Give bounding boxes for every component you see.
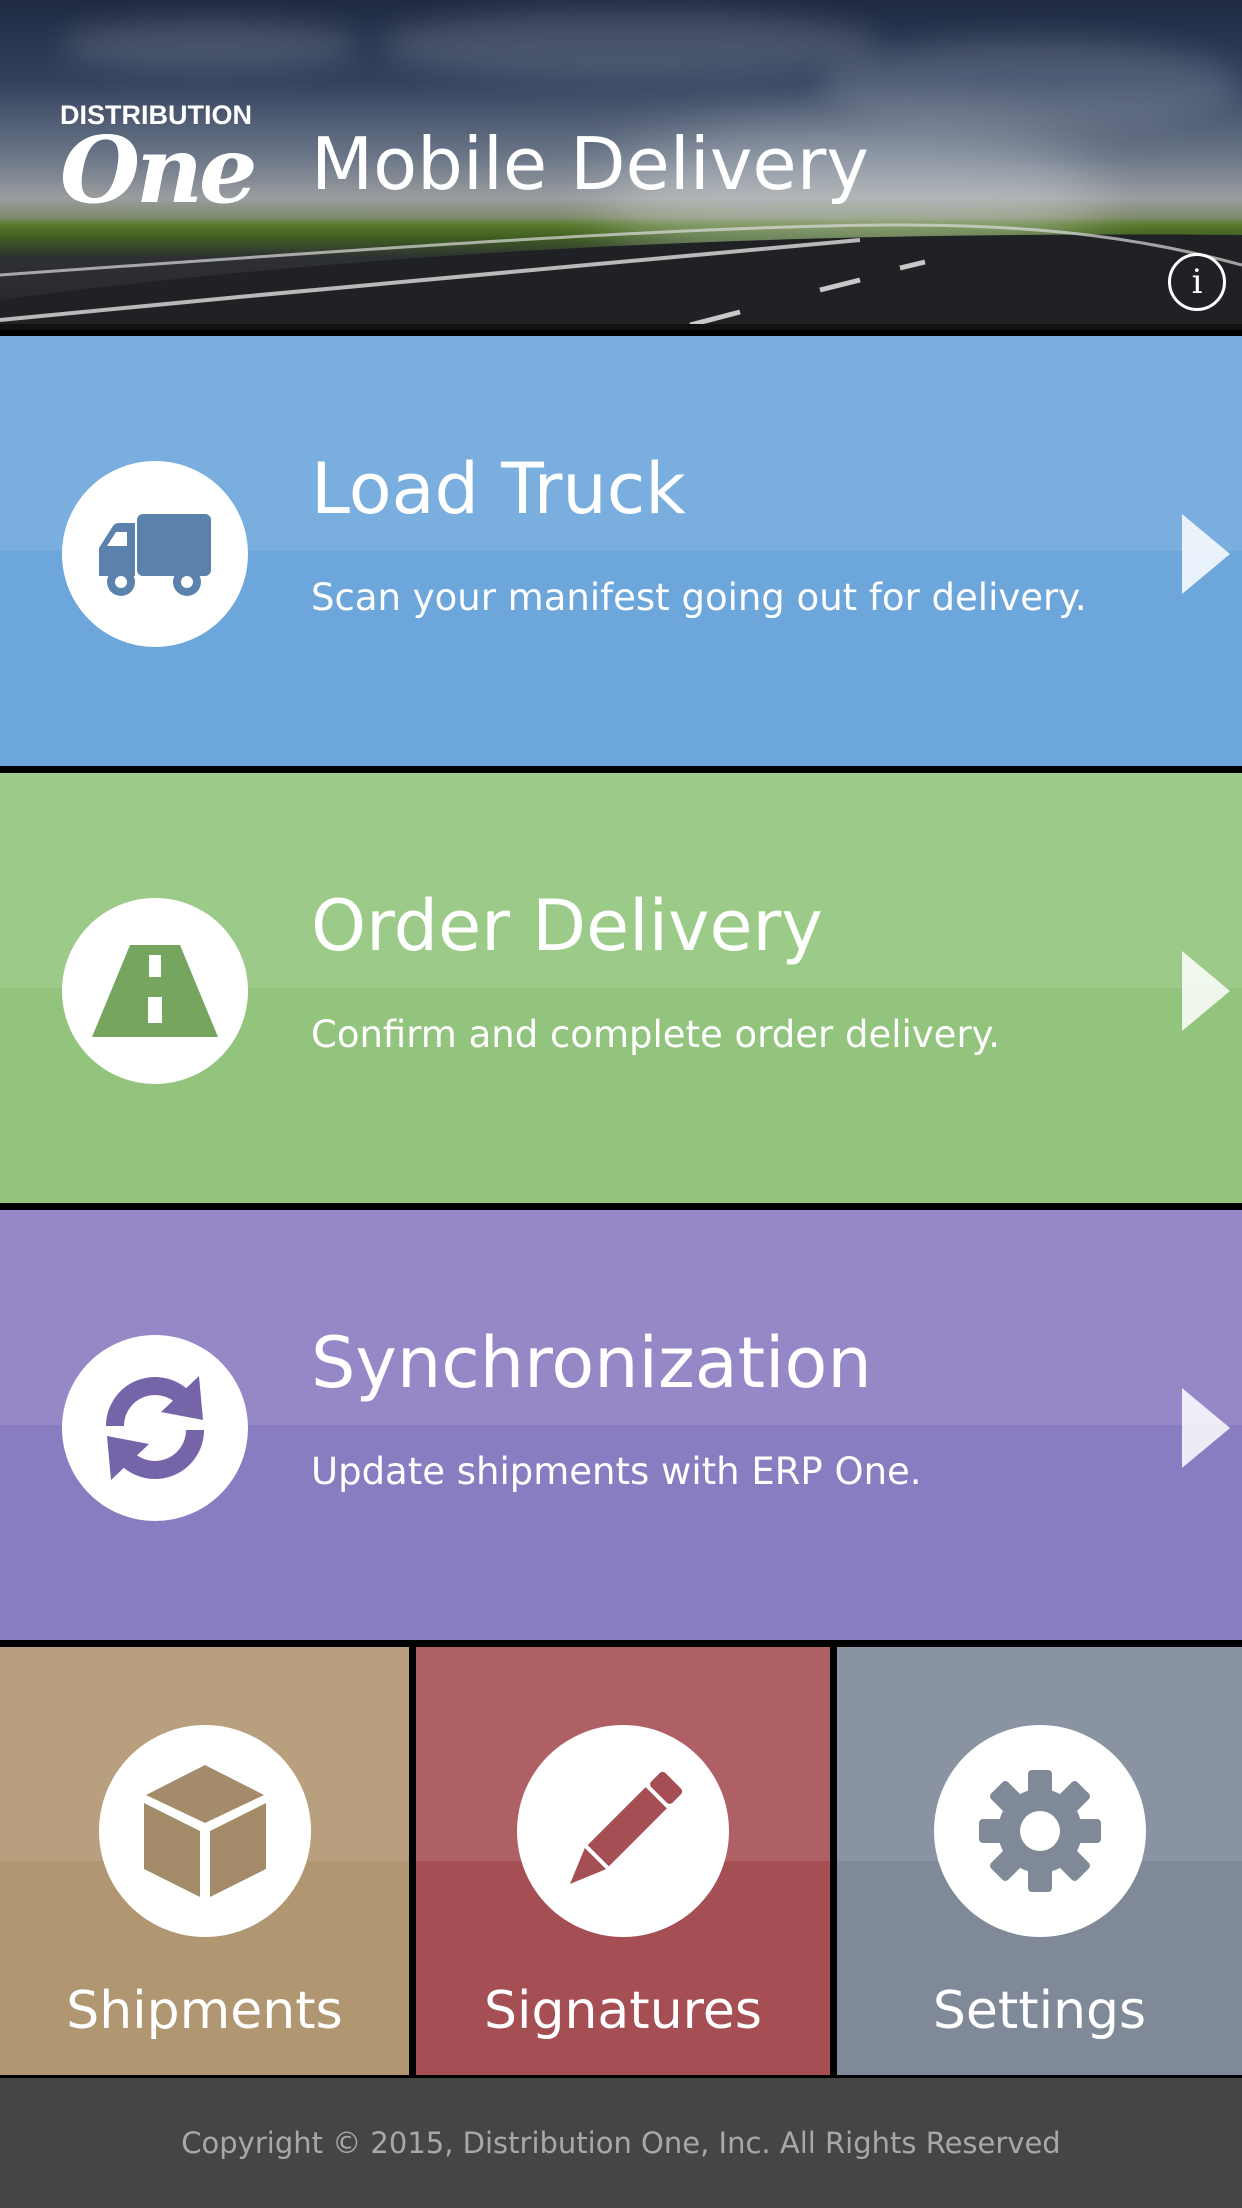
order-delivery-icon-circle (62, 898, 248, 1084)
menu-item-order-delivery[interactable]: Order Delivery Confirm and complete orde… (0, 773, 1242, 1203)
chevron-right-icon (1182, 514, 1230, 594)
synchronization-icon-circle (62, 1335, 248, 1521)
box-icon (143, 1765, 266, 1897)
tile-settings[interactable]: Settings (837, 1647, 1242, 2075)
order-delivery-title: Order Delivery (311, 885, 823, 967)
footer: Copyright © 2015, Distribution One, Inc.… (0, 2078, 1242, 2208)
app-title: Mobile Delivery (311, 122, 869, 206)
settings-icon-circle (933, 1725, 1146, 1937)
gear-icon (978, 1770, 1101, 1892)
info-icon[interactable]: i (1168, 253, 1226, 311)
menu-item-synchronization[interactable]: Synchronization Update shipments with ER… (0, 1210, 1242, 1640)
load-truck-subtitle: Scan your manifest going out for deliver… (311, 576, 1087, 619)
shipments-label: Shipments (66, 1981, 343, 2041)
load-truck-title: Load Truck (311, 448, 686, 530)
tile-signatures[interactable]: Signatures (416, 1647, 830, 2075)
settings-label: Settings (932, 1981, 1147, 2041)
order-delivery-subtitle: Confirm and complete order delivery. (311, 1013, 1001, 1056)
road-background-image (0, 223, 1242, 330)
truck-icon (99, 514, 211, 596)
load-truck-icon-circle (62, 461, 248, 647)
sync-icon (106, 1376, 204, 1480)
synchronization-title: Synchronization (311, 1322, 872, 1404)
pencil-icon (569, 1771, 683, 1885)
header-banner: DISTRIBUTION One Mobile Delivery i (0, 0, 1242, 330)
menu-item-load-truck[interactable]: Load Truck Scan your manifest going out … (0, 336, 1242, 766)
logo-wordmark-script: One (60, 116, 258, 224)
road-icon (92, 945, 218, 1037)
signatures-icon-circle (517, 1725, 729, 1937)
shipments-icon-circle (98, 1725, 311, 1937)
copyright-text: Copyright © 2015, Distribution One, Inc.… (181, 2126, 1061, 2160)
distribution-one-logo: DISTRIBUTION One (60, 100, 258, 230)
chevron-right-icon (1182, 1388, 1230, 1468)
synchronization-subtitle: Update shipments with ERP One. (311, 1450, 922, 1493)
tile-shipments[interactable]: Shipments (0, 1647, 409, 2075)
chevron-right-icon (1182, 951, 1230, 1031)
signatures-label: Signatures (484, 1981, 762, 2041)
logo-wordmark-top: DISTRIBUTION (60, 100, 252, 130)
